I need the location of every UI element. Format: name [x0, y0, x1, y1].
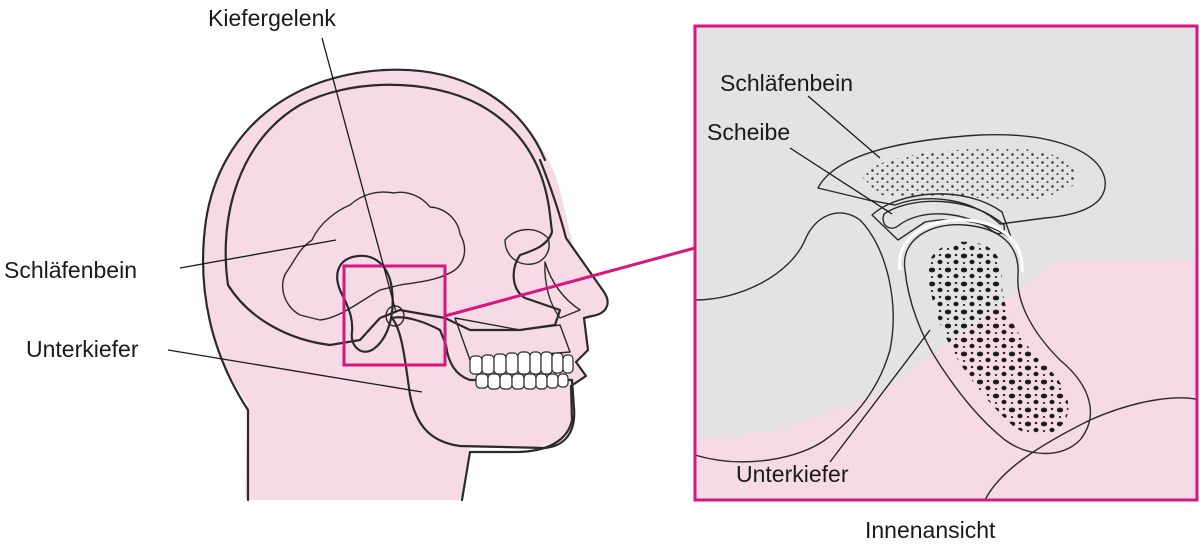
- inset-inner-view: [693, 24, 1199, 502]
- leader-lower-jaw-inset: [829, 329, 931, 463]
- leader-jaw-joint: [321, 37, 397, 313]
- nasal-bone: [544, 261, 581, 319]
- inset-temporal-bone: [817, 133, 1106, 225]
- inset-soft-tissue: [695, 260, 1197, 500]
- inset-frame: [693, 24, 1199, 502]
- label-jaw-joint: Kiefergelenk: [208, 5, 336, 31]
- ear: [336, 254, 394, 353]
- label-lower-jaw-left: Unterkiefer: [26, 336, 139, 362]
- face-profile: [460, 158, 609, 502]
- upper-teeth: [469, 351, 574, 375]
- leader-temporal-bone-inset: [807, 95, 881, 159]
- label-disc-inset: Scheibe: [707, 119, 790, 145]
- inset-articular-eminence: [695, 212, 894, 463]
- zoom-connector-line: [444, 246, 696, 318]
- temporal-bone-region: [281, 191, 466, 321]
- inset-temporal-bone-texture: [860, 148, 1076, 200]
- inset-condyle-rim: [898, 218, 1024, 273]
- head-illustration: [201, 68, 609, 502]
- leader-disc-inset: [789, 147, 893, 215]
- lower-jaw: [390, 316, 576, 450]
- caption-inner-view: Innenansicht: [865, 517, 996, 543]
- inset-mandible-marrow: [927, 241, 1069, 436]
- inset-mandible: [903, 223, 1092, 455]
- label-lower-jaw-inset: Unterkiefer: [736, 461, 849, 487]
- maxilla: [454, 317, 571, 361]
- skull-outline: [224, 83, 562, 347]
- leader-lower-jaw-left: [167, 349, 423, 393]
- back-of-head-outline: [201, 68, 547, 502]
- lower-teeth: [475, 373, 569, 390]
- eye-socket: [504, 228, 550, 265]
- leader-temporal-bone-left: [179, 239, 337, 269]
- label-temporal-bone-inset: Schläfenbein: [720, 70, 853, 96]
- label-temporal-bone-left: Schläfenbein: [4, 257, 137, 283]
